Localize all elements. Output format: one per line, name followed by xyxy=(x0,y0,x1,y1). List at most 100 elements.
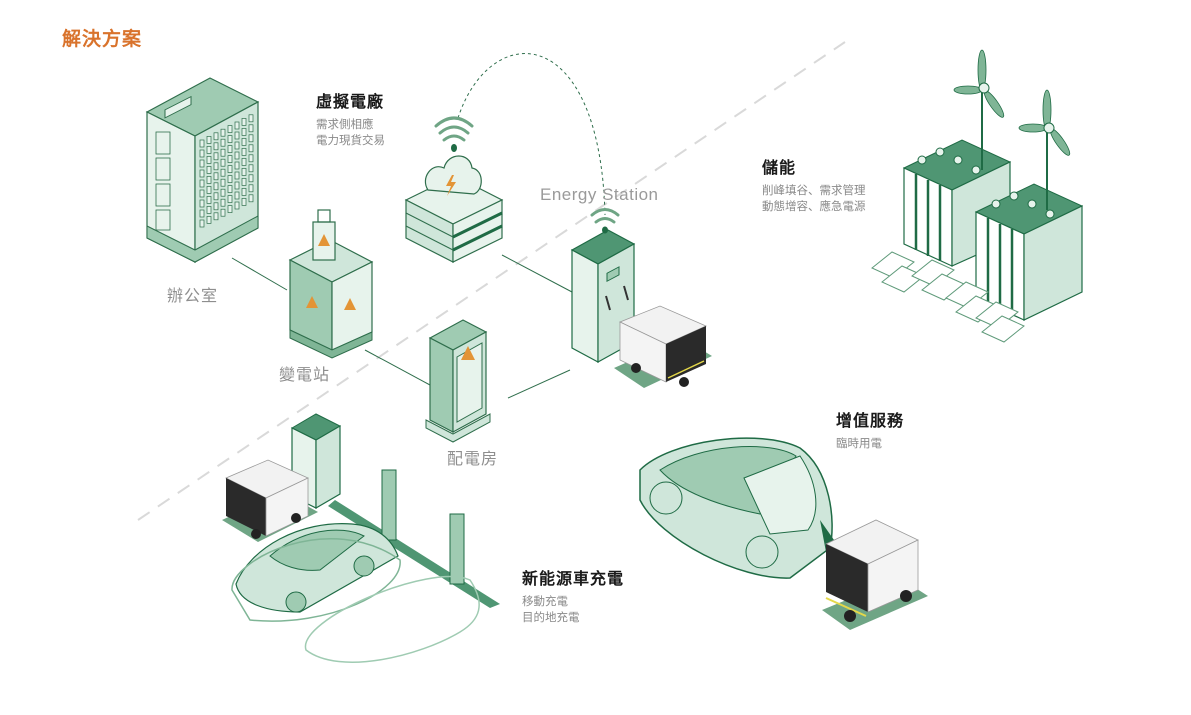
electric-car-icon xyxy=(231,523,480,663)
building-window xyxy=(199,199,205,208)
section-line: 削峰填谷、需求管理 xyxy=(762,183,866,197)
building-window xyxy=(241,118,247,126)
building-window xyxy=(220,148,226,157)
connector-substation-distribution xyxy=(364,349,431,386)
page-title: 解決方案 xyxy=(62,28,143,50)
building-window xyxy=(206,136,212,144)
office-building-icon xyxy=(145,77,260,264)
battery-storage-icon xyxy=(902,139,1084,321)
building-window xyxy=(213,152,219,161)
building-window xyxy=(199,219,205,228)
building-window xyxy=(227,145,233,153)
building-window xyxy=(241,148,247,156)
building-window xyxy=(227,205,233,213)
section-line: 動態增容、應急電源 xyxy=(762,199,866,213)
building-window xyxy=(220,188,226,197)
building-window xyxy=(220,138,226,147)
dashed-arc-cloud-station xyxy=(457,53,606,216)
building-window xyxy=(199,159,205,168)
building-window xyxy=(241,158,247,166)
building-window xyxy=(227,125,233,133)
building-window xyxy=(241,168,247,176)
building-window xyxy=(248,114,254,123)
building-window xyxy=(220,158,226,167)
connector-lines xyxy=(231,53,606,399)
section-storage: 儲能 削峰填谷、需求管理 動態增容、應急電源 xyxy=(762,154,866,214)
building-window xyxy=(234,161,240,170)
building-window xyxy=(206,186,212,194)
building-window xyxy=(206,166,212,174)
solar-panel-icon xyxy=(871,251,1025,343)
building-window xyxy=(248,164,254,173)
building-window xyxy=(241,178,247,186)
building-window xyxy=(234,181,240,190)
section-line: 臨時用電 xyxy=(836,436,882,450)
connector-server-station xyxy=(501,254,573,293)
section-heading: 儲能 xyxy=(762,158,797,177)
building-window xyxy=(241,138,247,146)
building-window xyxy=(206,216,212,224)
building-window xyxy=(234,141,240,150)
node-label-energy-station: Energy Station xyxy=(540,185,659,204)
building-window xyxy=(241,188,247,196)
building-window xyxy=(213,192,219,201)
building-window xyxy=(241,198,247,206)
building-window xyxy=(227,175,233,183)
connector-distribution-station xyxy=(507,369,571,399)
wind-turbine-icon xyxy=(1018,89,1071,210)
building-window xyxy=(248,144,254,153)
building-window xyxy=(220,198,226,207)
building-window xyxy=(220,208,226,217)
building-window xyxy=(206,196,212,204)
building-window xyxy=(248,134,254,143)
building-window xyxy=(213,212,219,221)
substation-icon xyxy=(288,209,374,359)
building-window xyxy=(234,191,240,200)
section-value-added: 增值服務 臨時用電 xyxy=(836,407,904,451)
wifi-signal-icon xyxy=(590,208,620,234)
building-window xyxy=(248,194,254,203)
building-window xyxy=(206,146,212,154)
node-label-distribution-room: 配電房 xyxy=(447,449,499,468)
building-window xyxy=(234,151,240,160)
section-heading: 虛擬電廠 xyxy=(316,92,385,111)
building-window xyxy=(213,142,219,151)
building-window xyxy=(213,182,219,191)
building-window xyxy=(248,174,254,183)
node-label-office: 辦公室 xyxy=(167,286,219,305)
building-window xyxy=(199,189,205,198)
building-window xyxy=(220,168,226,177)
section-ev-charging: 新能源車充電 移動充電 目的地充電 xyxy=(522,565,624,625)
building-window xyxy=(213,172,219,181)
building-window xyxy=(213,202,219,211)
building-window xyxy=(227,135,233,143)
section-line: 需求側相應 xyxy=(316,117,374,131)
building-window xyxy=(213,162,219,171)
building-window xyxy=(227,155,233,163)
section-line: 電力現貨交易 xyxy=(316,133,385,147)
wifi-signal-icon xyxy=(434,116,474,152)
section-heading: 增值服務 xyxy=(836,411,905,430)
wind-turbine-icon xyxy=(953,49,1005,170)
connector-office-substation xyxy=(231,257,288,291)
node-label-substation: 變電站 xyxy=(279,365,331,384)
section-line: 目的地充電 xyxy=(522,610,580,624)
building-window xyxy=(206,176,212,184)
building-window xyxy=(213,132,219,141)
building-window xyxy=(234,131,240,140)
building-window xyxy=(220,178,226,187)
building-window xyxy=(248,154,254,163)
electric-car-icon xyxy=(639,437,834,579)
building-window xyxy=(199,179,205,188)
mobile-charging-robot-icon xyxy=(822,519,928,630)
distribution-cabinet-icon xyxy=(425,319,491,443)
mobile-charging-robot-icon xyxy=(614,305,712,388)
lightning-icon xyxy=(446,175,456,196)
building-window xyxy=(220,128,226,137)
building-window xyxy=(199,209,205,218)
building-window xyxy=(199,149,205,158)
building-window xyxy=(206,156,212,164)
building-window xyxy=(199,169,205,178)
cloud-server-icon xyxy=(404,155,504,263)
